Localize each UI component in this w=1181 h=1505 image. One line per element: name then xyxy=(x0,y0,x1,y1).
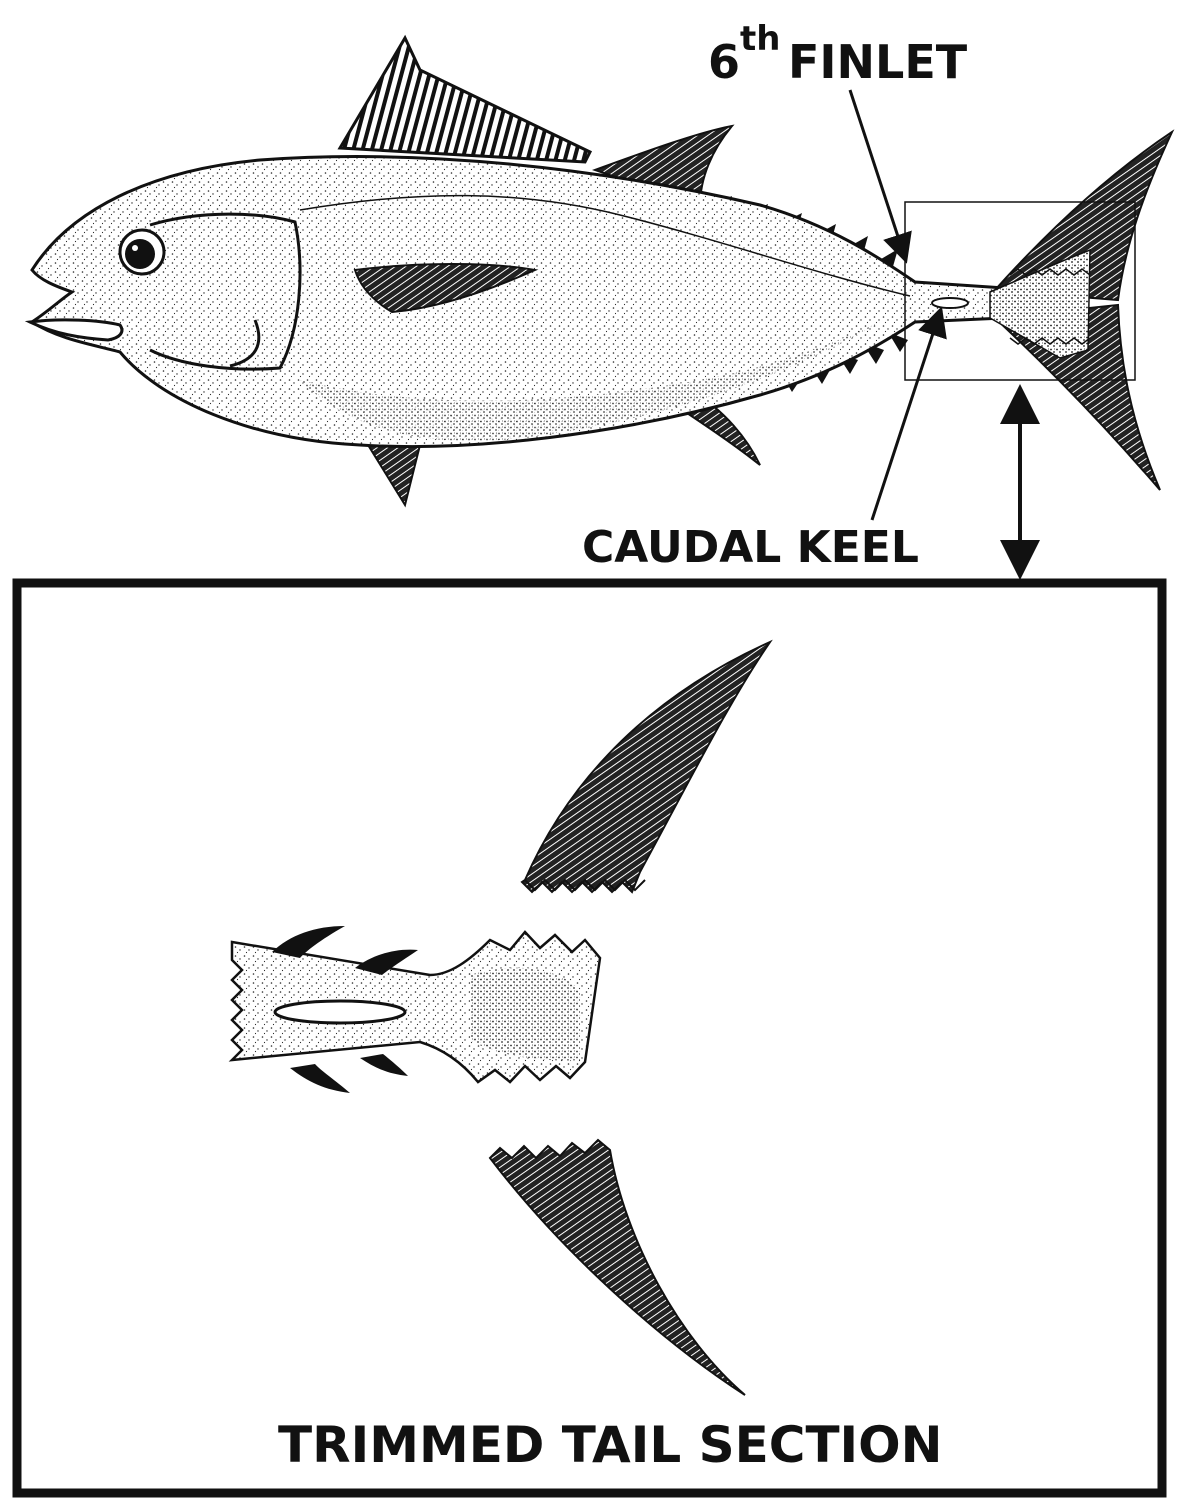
finlet-arrow xyxy=(850,90,905,258)
first-dorsal-fin xyxy=(340,38,590,162)
finlet-label: 6 th FINLET xyxy=(708,19,968,89)
pelvic-fin xyxy=(365,440,420,505)
caudal-keel-small xyxy=(932,298,968,308)
finlet-number: 6 xyxy=(708,35,740,89)
trimmed-lower-fin xyxy=(490,1140,745,1395)
trimmed-tail-section-label: TRIMMED TAIL SECTION xyxy=(278,1416,943,1474)
fish-eye xyxy=(120,230,164,274)
trimmed-finlet-lower-1 xyxy=(290,1064,350,1093)
caudal-keel-large xyxy=(275,1001,405,1023)
trimmed-finlet-upper-1 xyxy=(272,926,345,958)
trimmed-peduncle-shading xyxy=(470,968,580,1061)
finlet-superscript: th xyxy=(740,19,780,59)
trimmed-finlet-lower-2 xyxy=(360,1054,408,1076)
caudal-keel-label: CAUDAL KEEL xyxy=(582,522,919,573)
trimmed-upper-fin xyxy=(522,642,770,892)
finlet-word: FINLET xyxy=(788,35,968,89)
trimmed-tail-pieces xyxy=(232,642,770,1395)
whole-fish xyxy=(30,38,1172,505)
